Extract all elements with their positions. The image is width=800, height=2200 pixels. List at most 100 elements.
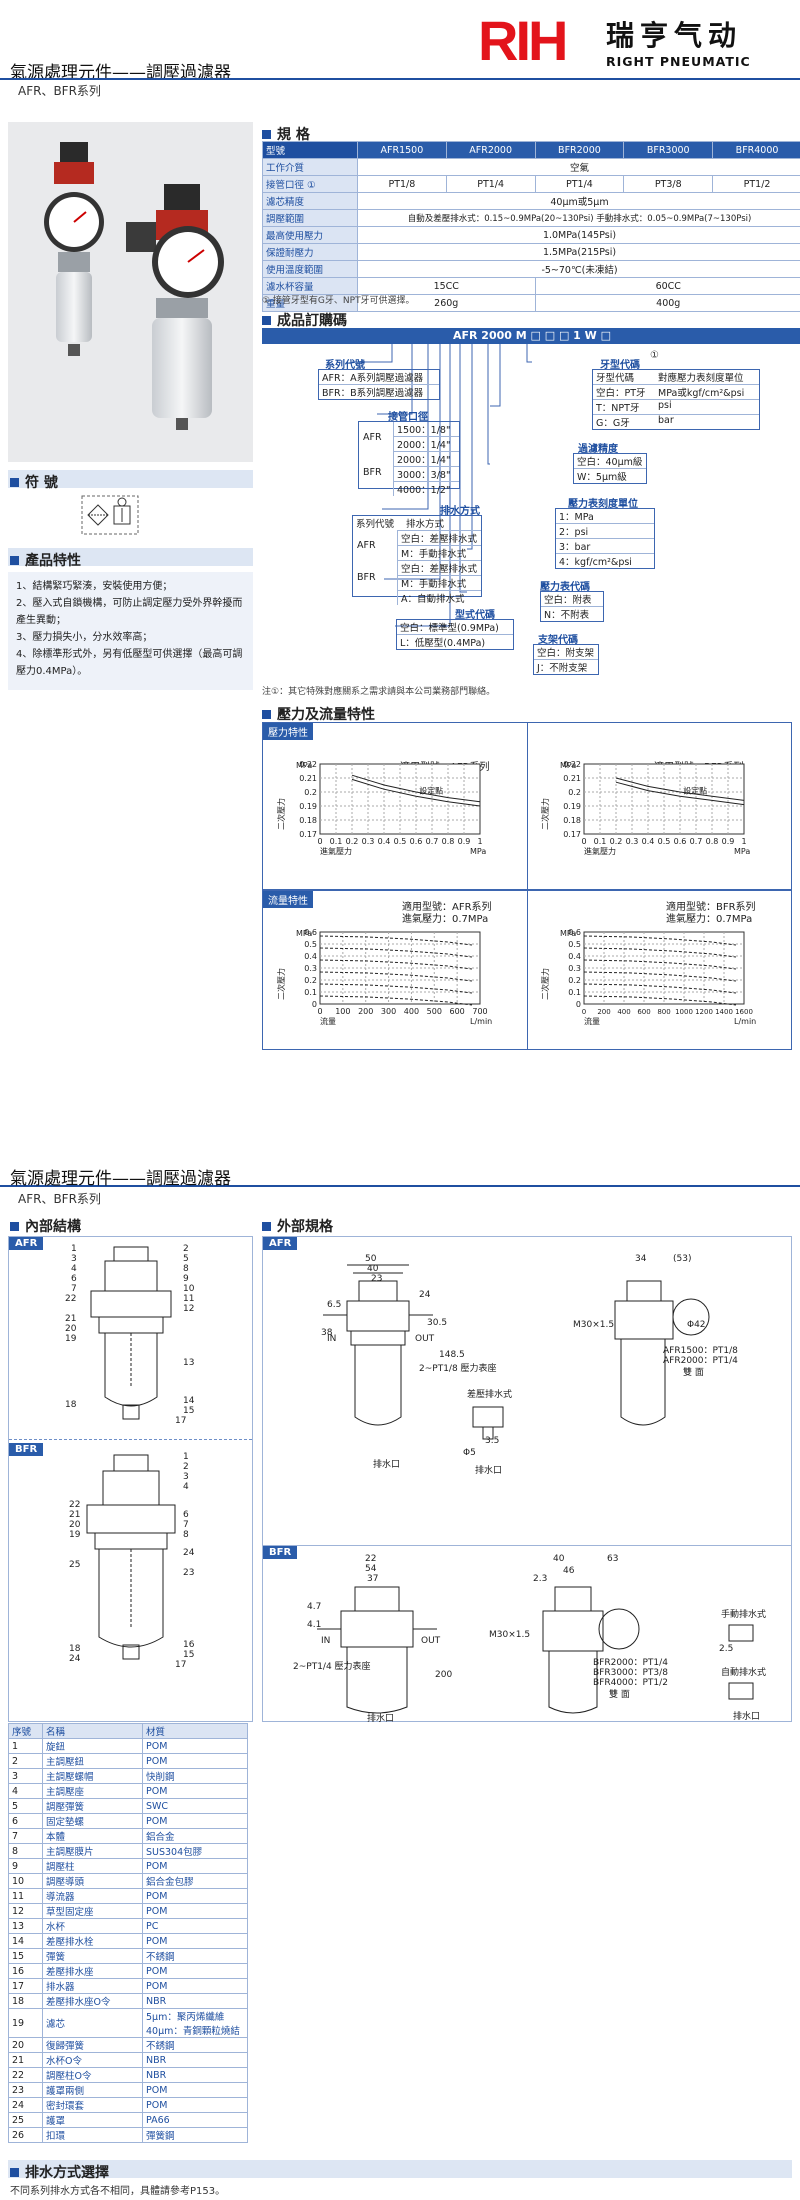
svg-text:9: 9 xyxy=(183,1274,189,1284)
page-subtitle: AFR、BFR系列 xyxy=(18,84,101,98)
dim-text: OUT xyxy=(415,1334,435,1344)
parts-cell: 12 xyxy=(8,1903,43,1919)
dim-text: (53) xyxy=(673,1254,691,1264)
spec-row-label: 調壓範圍 xyxy=(262,209,358,227)
x-tick-label: 400 xyxy=(404,1007,419,1016)
parts-cell: NBR xyxy=(142,2067,248,2083)
order-bracket-row: J：不附支架 xyxy=(534,659,598,674)
y-tick-label: 0.17 xyxy=(563,830,581,839)
x-tick-label: 1 xyxy=(741,837,746,846)
series-line xyxy=(615,777,745,801)
parts-cell: 3 xyxy=(8,1768,43,1784)
pressure-flow-heading: 壓力及流量特性 xyxy=(262,704,375,724)
svg-text:5: 5 xyxy=(183,1254,189,1264)
flow-curve xyxy=(583,947,737,958)
logo-cn: 瑞亨气动 xyxy=(606,19,743,52)
parts-cell: 主調壓鈕 xyxy=(42,1753,143,1769)
y-tick-label: 0.3 xyxy=(568,964,581,973)
dim-text: 差壓排水式 xyxy=(467,1388,512,1400)
x-axis-label: 流量 xyxy=(584,1016,600,1026)
x-tick-label: 0 xyxy=(317,837,322,846)
parts-cell: 6 xyxy=(8,1813,43,1829)
spec-table: 型號 AFR1500 AFR2000 BFR2000 BFR3000 BFR40… xyxy=(262,141,800,312)
parts-cell: POM xyxy=(142,1933,248,1949)
parts-cell: 護罩兩側 xyxy=(42,2082,143,2098)
spec-note: ① 接管牙型有G牙、NPT牙可供選擇。 xyxy=(262,296,415,306)
features-list: 1、結構緊巧緊湊，安裝使用方便； 2、壓入式自鎖機構，可防止調定壓力受外界幹擾而… xyxy=(8,572,253,690)
spec-table-wrap: 型號 AFR1500 AFR2000 BFR2000 BFR3000 BFR40… xyxy=(262,141,800,312)
parts-cell: POM xyxy=(142,1963,248,1979)
dim-text: Φ42 xyxy=(687,1320,706,1330)
parts-cell: PA66 xyxy=(142,2112,248,2128)
x-tick-label: 100 xyxy=(335,1007,350,1016)
internal-heading-text: 內部結構 xyxy=(25,1219,81,1235)
parts-cell: POM xyxy=(142,2097,248,2113)
dim-text: 雙 面 xyxy=(609,1688,630,1700)
x-tick-label: 500 xyxy=(427,1007,442,1016)
svg-text:19: 19 xyxy=(69,1530,81,1540)
setpoint-label: 設定點 xyxy=(419,785,443,795)
parts-cell: POM xyxy=(142,2082,248,2098)
dim-text: IN xyxy=(321,1636,330,1646)
svg-text:18: 18 xyxy=(65,1400,77,1410)
spec-cell: 空氣 xyxy=(357,158,800,176)
dim-text: 24 xyxy=(419,1290,431,1300)
parts-cell: 主調壓座 xyxy=(42,1783,143,1799)
spec-cell: -5~70℃(未凍結) xyxy=(357,260,800,278)
flow-curve xyxy=(583,959,737,970)
x-tick-label: 200 xyxy=(597,1008,610,1016)
x-tick-label: 0.1 xyxy=(330,837,343,846)
svg-text:17: 17 xyxy=(175,1660,186,1670)
y-tick-label: 0.4 xyxy=(568,952,581,961)
order-unit-title: 壓力表刻度單位 xyxy=(568,499,638,510)
f-bfr-note1: 適用型號：BFR系列 xyxy=(666,902,756,913)
dim-text: 34 xyxy=(635,1254,647,1264)
parts-cell: 本體 xyxy=(42,1828,143,1844)
x-unit: MPa xyxy=(470,847,486,856)
y-tick-label: 0.17 xyxy=(299,830,317,839)
parts-cell: 24 xyxy=(8,2097,43,2113)
order-drain-item: 空白：差壓排水式 xyxy=(398,530,481,545)
parts-head: 材質 xyxy=(142,1723,248,1739)
order-gauge-title: 壓力表代碼 xyxy=(540,582,590,593)
parts-cell: POM xyxy=(142,1978,248,1994)
bullet-square-icon xyxy=(10,2167,19,2177)
brand-logo: RIH 瑞亨气动 RIGHT PNEUMATIC xyxy=(478,10,790,74)
order-gauge-row: N：不附表 xyxy=(541,606,603,621)
x-tick-label: 0.4 xyxy=(642,837,655,846)
y-tick-label: 0.1 xyxy=(568,988,581,997)
svg-text:3: 3 xyxy=(71,1254,77,1264)
order-series-title: 系列代號 xyxy=(325,360,365,371)
parts-cell: POM xyxy=(142,1783,248,1799)
order-thread-head: 牙型代碼 xyxy=(596,373,635,384)
svg-text:1: 1 xyxy=(183,1452,189,1462)
parts-cell: 調壓導頭 xyxy=(42,1873,143,1889)
x-tick-label: 0.5 xyxy=(394,837,407,846)
features-heading-bar xyxy=(8,548,253,566)
order-drain-group: BFR xyxy=(357,572,376,583)
parts-cell: 護罩 xyxy=(42,2112,143,2128)
x-tick-label: 800 xyxy=(657,1008,670,1016)
parts-cell: POM xyxy=(142,1738,248,1754)
parts-cell: 16 xyxy=(8,1963,43,1979)
dim-text: 3.5 xyxy=(485,1436,499,1446)
svg-text:7: 7 xyxy=(71,1284,77,1294)
flow-curve xyxy=(583,935,737,946)
parts-cell: 2 xyxy=(8,1753,43,1769)
order-heading-text: 成品訂購碼 xyxy=(277,313,347,329)
plot-area xyxy=(583,763,745,835)
dim-text: 排水口 xyxy=(367,1712,394,1723)
y-tick-label: 0.4 xyxy=(304,952,317,961)
bullet-square-icon xyxy=(262,129,271,139)
svg-text:15: 15 xyxy=(183,1406,194,1416)
parts-cell: 5μm：聚丙烯纖維 40μm：青銅顆粒燒結 xyxy=(142,2008,248,2038)
setpoint-label: 設定點 xyxy=(683,785,707,795)
